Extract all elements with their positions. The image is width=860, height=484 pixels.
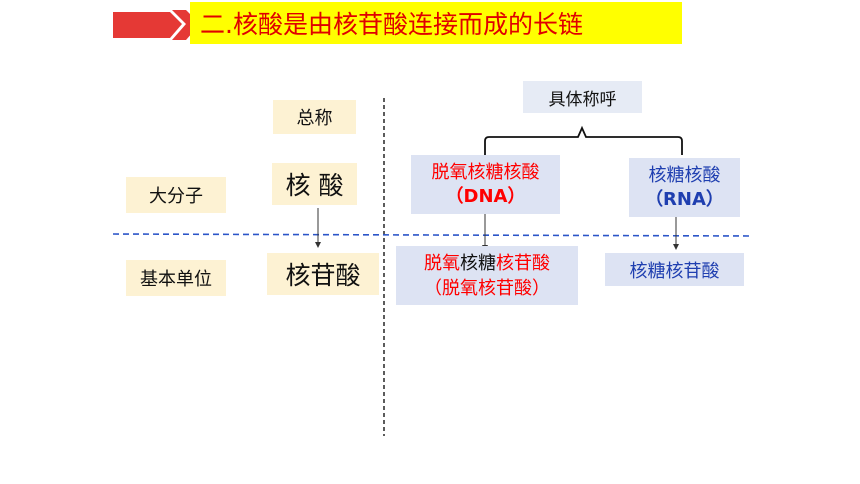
deoxy-part2: 核糖 xyxy=(460,252,496,274)
arrow-head-icon xyxy=(315,242,321,248)
ribo-unit-label: 核糖核苷酸 xyxy=(629,260,720,282)
specific-name-label: 具体称呼 xyxy=(523,81,642,113)
nucleotide-box: 核苷酸 xyxy=(267,253,379,295)
deoxy-line2: （脱氧核苷酸） xyxy=(424,277,550,299)
bracket xyxy=(484,125,683,155)
header-arrow-icon xyxy=(113,12,182,38)
basic-unit-label: 基本单位 xyxy=(126,260,226,296)
ribo-nucleotide-box: 核糖核苷酸 xyxy=(605,253,744,286)
rna-abbr: （RNA） xyxy=(645,188,724,210)
arrow-head-icon xyxy=(673,244,679,250)
deoxy-line1: 脱氧核糖核苷酸 xyxy=(424,251,550,276)
macromolecule-label: 大分子 xyxy=(126,177,226,213)
dna-box: 脱氧核糖核酸 （DNA） xyxy=(411,155,560,214)
page-title: 二.核酸是由核苷酸连接而成的长链 xyxy=(190,2,682,44)
rna-box: 核糖核酸 （RNA） xyxy=(629,158,740,217)
deoxy-part3: 核苷酸 xyxy=(496,252,550,274)
dna-abbr: （DNA） xyxy=(445,185,526,207)
deoxy-nucleotide-box: 脱氧核糖核苷酸 （脱氧核苷酸） xyxy=(396,246,578,305)
horizontal-divider xyxy=(112,233,753,237)
general-name-label: 总称 xyxy=(273,100,356,134)
deoxy-part1: 脱氧 xyxy=(424,252,460,274)
dna-name: 脱氧核糖核酸 xyxy=(431,161,540,183)
rna-name: 核糖核酸 xyxy=(648,164,721,186)
nucleic-acid-box: 核 酸 xyxy=(272,163,357,205)
